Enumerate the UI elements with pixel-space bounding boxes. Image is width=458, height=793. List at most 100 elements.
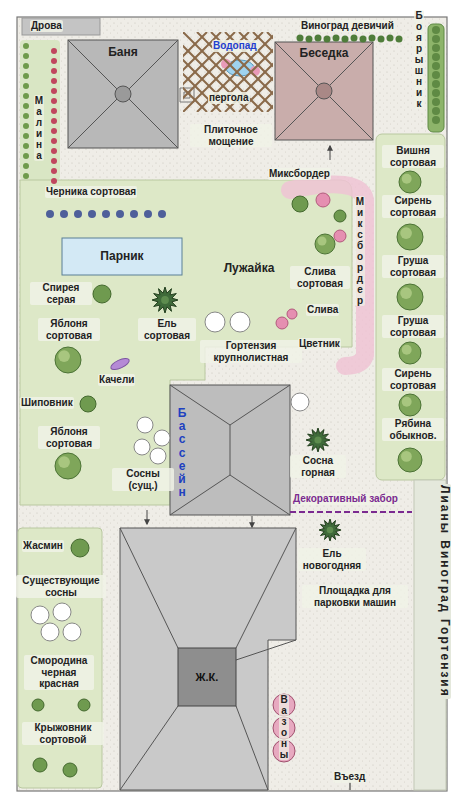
- tree-highlight: [400, 227, 412, 239]
- plant-label: Сосна горная: [290, 455, 346, 478]
- plant-label: Яблоня сортовая: [38, 426, 100, 449]
- plant-label: Слива сортовая: [290, 266, 350, 289]
- shrub-dot: [51, 108, 57, 114]
- plant-label: Черника сортовая: [45, 186, 137, 198]
- pergola-beam: [267, 32, 273, 112]
- roof-vent: [115, 86, 131, 102]
- shrub-dot: [432, 53, 440, 61]
- greenhouse: Парник: [62, 238, 182, 275]
- node-label: Баня: [108, 46, 138, 60]
- shrub-dot: [432, 26, 440, 34]
- fruit-tree: [55, 453, 81, 479]
- fruit-tree: [399, 394, 421, 416]
- mixborder-band: [290, 184, 365, 366]
- plant-label: Сирень сортовая: [382, 368, 444, 391]
- existing-plant: [134, 439, 150, 455]
- shrub-dot: [432, 80, 440, 88]
- shrub-dot: [333, 35, 340, 42]
- conifer-core: [161, 296, 169, 304]
- shrub-dot: [432, 89, 440, 97]
- shrub-dot: [432, 116, 440, 124]
- plant-label: Гортензия крупнолистная: [200, 340, 302, 363]
- shrub-dot: [23, 173, 29, 179]
- shrub-dot: [51, 148, 57, 154]
- shrub-dot: [23, 143, 29, 149]
- shrub-dot: [351, 35, 358, 42]
- existing-plant: [137, 417, 153, 433]
- fruit-tree: [397, 224, 423, 250]
- shrub-dot: [23, 73, 29, 79]
- plant-label: Яблоня сортовая: [38, 318, 100, 341]
- plant-label: Виноград девичий: [300, 20, 395, 32]
- shrub-dot: [51, 168, 57, 174]
- plant-label: Ель новогодняя: [298, 548, 366, 571]
- shrub-dot: [51, 138, 57, 144]
- shrub-dot: [23, 123, 29, 129]
- shrub: [93, 285, 111, 303]
- shrub-dot: [51, 158, 57, 164]
- roof-hips: [120, 528, 296, 790]
- shrub-dot: [23, 133, 29, 139]
- site-boundary: [17, 17, 447, 791]
- existing-plant: [63, 623, 81, 641]
- plant-label: Слива: [306, 304, 339, 316]
- existing-plant: [150, 448, 166, 464]
- plant-label: Качели: [98, 374, 135, 386]
- shrub-dot: [387, 35, 394, 42]
- shrub-dot: [378, 36, 385, 43]
- plant-label: Спирея серая: [30, 282, 92, 305]
- shrub: [63, 763, 77, 777]
- fruit-tree: [399, 342, 421, 364]
- decorative-fence: [290, 511, 412, 513]
- bathhouse: Баня: [68, 40, 178, 148]
- vertical-label: Вазоны: [279, 694, 289, 760]
- plant-label: Сирень сортовая: [382, 195, 444, 218]
- fruit-tree: [397, 284, 423, 310]
- shrub-dot: [51, 68, 57, 74]
- pergola-beam: [197, 32, 273, 112]
- plant-label: Вишня сортовая: [382, 145, 444, 168]
- plant-label: Въезд: [333, 771, 366, 783]
- roof-hips: [275, 42, 373, 140]
- roof-vent: [316, 83, 332, 99]
- entry-arrow: [147, 510, 148, 524]
- lower-garden: [18, 528, 102, 788]
- shrub-dot: [23, 83, 29, 89]
- tree-highlight: [58, 456, 70, 468]
- vertical-label: Малина: [34, 95, 44, 161]
- node-label: Лужайка: [224, 262, 275, 276]
- bathhouse-roof-shape: [68, 40, 178, 148]
- flower: [276, 317, 288, 329]
- node-label: Бассейн: [176, 407, 188, 499]
- pergola-beam: [197, 32, 273, 112]
- shrub-dot: [88, 210, 96, 218]
- shrub-dot: [297, 35, 304, 42]
- shrub-dot: [360, 36, 367, 43]
- shrub-dot: [130, 210, 138, 218]
- plant-label: Существующие сосны: [16, 575, 106, 598]
- shrub: [334, 210, 346, 222]
- tree-highlight: [402, 397, 412, 407]
- shrub-dot: [432, 44, 440, 52]
- existing-plant: [230, 312, 250, 332]
- house-core-shape: [178, 648, 236, 706]
- swing: [109, 356, 131, 372]
- roof-hips: [68, 40, 178, 148]
- shrub-dot: [46, 210, 54, 218]
- conifer-core: [314, 436, 321, 443]
- shrub-dot: [158, 210, 166, 218]
- shrub-dot: [23, 93, 29, 99]
- fruit-tree: [55, 347, 81, 373]
- conifer: [319, 519, 341, 541]
- plant-label: Груша сортовая: [382, 255, 444, 278]
- shrub-dot: [324, 36, 331, 43]
- conifer-core: [327, 527, 334, 534]
- shrub: [71, 539, 89, 557]
- plant-label: Миксбордер: [268, 168, 331, 180]
- shrub-dot: [432, 98, 440, 106]
- vertical-label: Миксбордер: [355, 196, 365, 306]
- shrub-dot: [432, 62, 440, 70]
- pool: Бассейн: [170, 385, 290, 515]
- shrub-dot: [60, 210, 68, 218]
- flower: [334, 230, 346, 242]
